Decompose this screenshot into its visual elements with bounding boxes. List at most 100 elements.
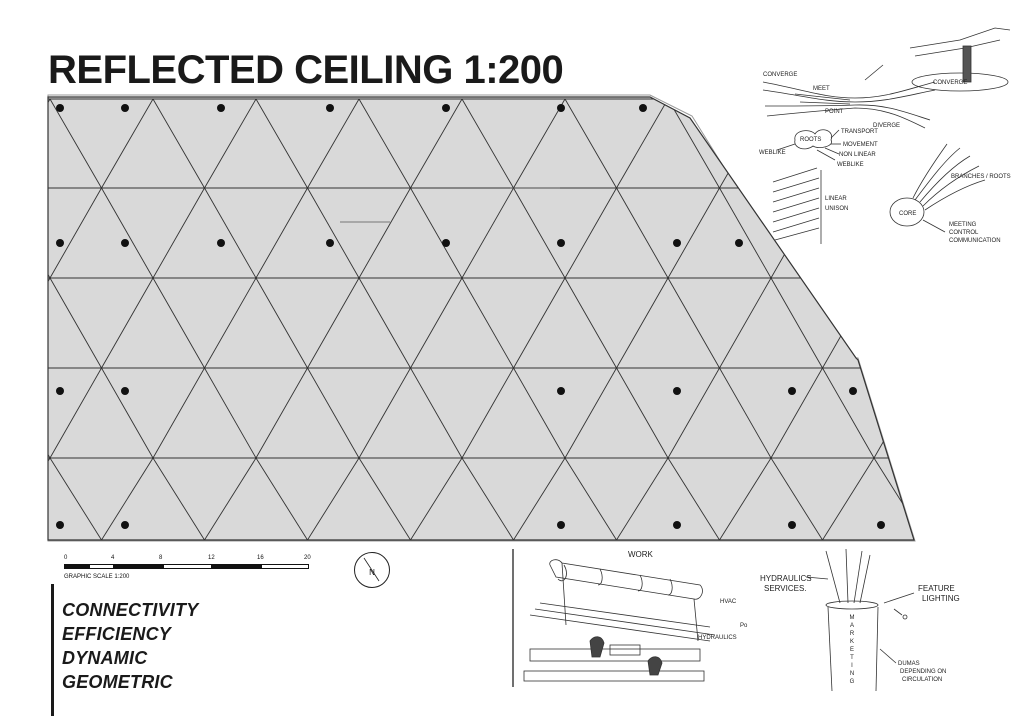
grid-line: [255, 187, 308, 279]
north-letter: N: [369, 568, 375, 577]
grid-line: [410, 457, 463, 540]
grid-line: [255, 98, 308, 189]
grid-line: [770, 277, 823, 369]
light-point-icon: [121, 521, 129, 529]
grid-line: [204, 367, 257, 459]
grid-line: [513, 98, 566, 189]
scale-tick-label: 12: [208, 555, 215, 561]
light-point-icon: [673, 239, 681, 247]
grid-line: [513, 277, 566, 369]
light-point-icon: [442, 104, 450, 112]
light-point-icon: [121, 239, 129, 247]
services-duct-sketch: WORK HVAC Po HYDRAULICS: [523, 550, 748, 682]
light-point-icon: [557, 104, 565, 112]
north-needle-icon: [363, 557, 380, 582]
concept-keyword: DYNAMIC: [62, 648, 148, 668]
sketch-note: HYDRAULICS: [760, 574, 812, 583]
grid-line: [977, 458, 1024, 540]
grid-line: [152, 187, 205, 279]
grid-line: [358, 367, 411, 459]
grid-line: [461, 367, 514, 459]
grid-line: [564, 367, 617, 459]
sketch-note: COMMUNICATION: [949, 238, 1001, 244]
grid-line: [873, 457, 914, 540]
concept-keyword: CONNECTIVITY: [62, 600, 199, 620]
ceiling-light-points: [56, 104, 885, 529]
grid-line: [461, 457, 514, 540]
grid-line: [616, 277, 669, 369]
sketch-note: WEBLIKE: [837, 162, 864, 168]
light-point-icon: [121, 387, 129, 395]
grid-line: [461, 187, 514, 279]
light-point-icon: [56, 521, 64, 529]
grid-line: [410, 367, 463, 459]
grid-line: [307, 367, 360, 459]
grid-line: [461, 98, 514, 189]
sketch-note: SERVICES.: [764, 584, 807, 593]
scale-tick-label: 16: [257, 555, 264, 561]
light-point-icon: [56, 239, 64, 247]
grid-line: [564, 98, 617, 189]
grid-line: [616, 98, 669, 189]
core-branches-sketch: CORE BRANCHES / ROOTS MEETING CONTROL CO…: [889, 143, 1011, 244]
light-point-icon: [217, 104, 225, 112]
concept-keywords: CONNECTIVITY EFFICIENCY DYNAMIC GEOMETRI…: [62, 598, 198, 694]
grid-line: [307, 187, 360, 279]
light-point-icon: [557, 239, 565, 247]
scale-segment: [64, 564, 89, 569]
sketch-note: NON LINEAR: [839, 152, 876, 158]
grid-line: [152, 367, 205, 459]
grid-line: [48, 367, 51, 459]
grid-line: [101, 277, 154, 369]
grid-line: [49, 367, 102, 459]
grid-line: [307, 277, 360, 369]
grid-line: [49, 457, 102, 540]
grid-line: [667, 98, 720, 189]
sketch-note: POINT: [825, 109, 844, 115]
grid-line: [770, 457, 823, 540]
scale-caption: GRAPHIC SCALE 1:200: [64, 574, 130, 580]
sketch-note: Po: [740, 623, 748, 629]
light-point-icon: [442, 239, 450, 247]
grid-line: [255, 277, 308, 369]
grid-line: [977, 368, 1024, 458]
grid-line: [926, 458, 978, 540]
grid-line: [616, 187, 669, 279]
scale-segment: [261, 564, 309, 569]
grid-line: [667, 457, 720, 540]
scale-tick-label: 20: [304, 555, 311, 561]
grid-line: [358, 457, 411, 540]
sketch-note: HYDRAULICS: [698, 635, 737, 641]
grid-line: [719, 367, 772, 459]
grid-line: [719, 187, 772, 279]
light-point-icon: [639, 104, 647, 112]
grid-line: [49, 187, 102, 279]
roots-sketch: ROOTS WEBLIKE TRANSPORT MOVEMENT NON LIN…: [759, 129, 878, 168]
light-point-icon: [788, 521, 796, 529]
grid-line: [48, 187, 51, 279]
scale-segment: [114, 564, 163, 569]
grid-line: [152, 98, 205, 189]
grid-line: [101, 187, 154, 279]
grid-line: [48, 277, 51, 369]
sketch-note: WORK: [628, 550, 654, 559]
sketch-note: BRANCHES / ROOTS: [951, 174, 1011, 180]
grid-line: [307, 457, 360, 540]
concept-sketches: CONVERGE MEET POINT DIVERGE CONVERGE ROO…: [759, 27, 1011, 244]
sketch-note: LIGHTING: [922, 594, 960, 603]
light-point-icon: [849, 387, 857, 395]
sketch-note: MOVEMENT: [843, 142, 878, 148]
light-point-icon: [735, 239, 743, 247]
sketch-note: LINEAR: [825, 196, 847, 202]
grid-line: [719, 457, 772, 540]
grid-line: [49, 277, 102, 369]
grid-line: [564, 457, 617, 540]
grid-line: [152, 277, 205, 369]
grid-line: [410, 277, 463, 369]
grid-line: [255, 367, 308, 459]
sketch-note: CORE: [899, 211, 916, 217]
light-point-icon: [326, 239, 334, 247]
